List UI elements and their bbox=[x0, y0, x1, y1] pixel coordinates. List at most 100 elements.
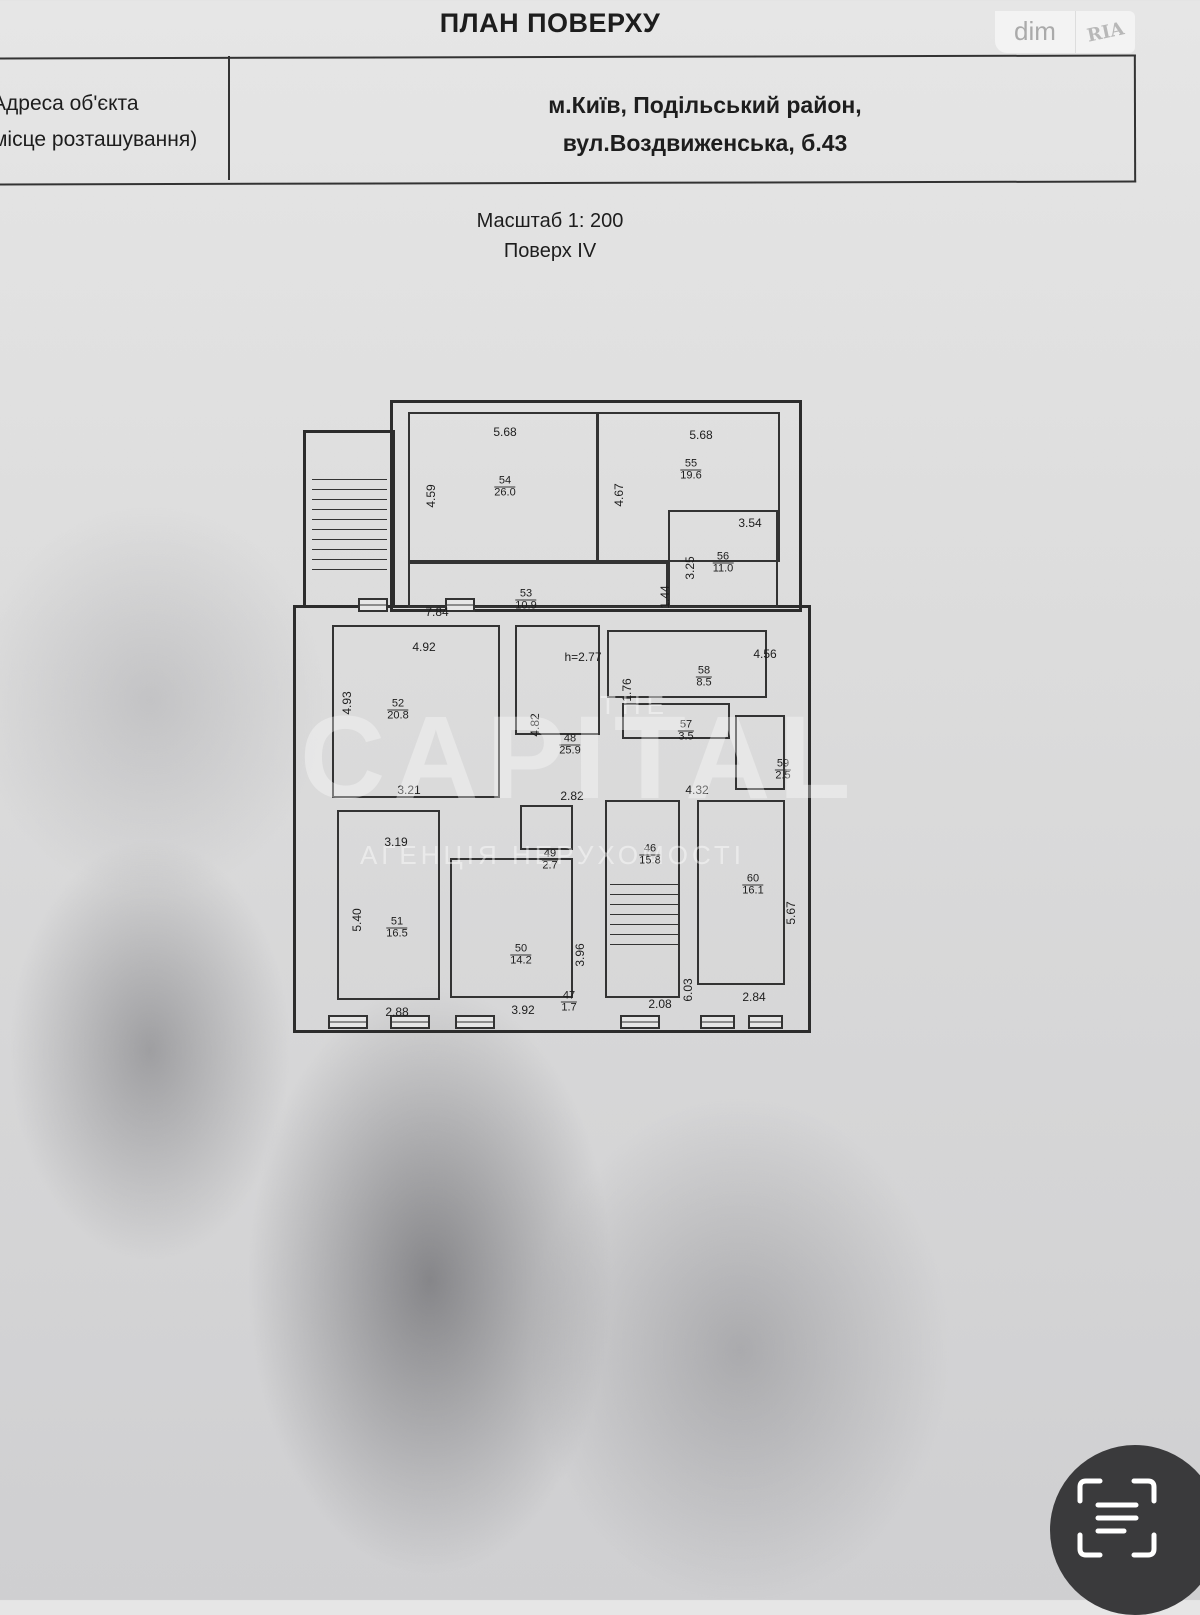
dimension: 5.68 bbox=[493, 425, 517, 439]
dimension: 4.59 bbox=[424, 484, 438, 508]
room-area: 16.1 bbox=[742, 884, 764, 897]
dimension: 6.03 bbox=[681, 978, 695, 1002]
dimension: 3.92 bbox=[511, 1003, 535, 1017]
room-number: 55 bbox=[680, 458, 702, 471]
room-area: 3.5 bbox=[678, 730, 694, 743]
room-number: 53 bbox=[515, 588, 537, 601]
room-49 bbox=[520, 805, 573, 850]
stairs-bottom bbox=[610, 875, 680, 945]
room-area: 14.2 bbox=[510, 954, 532, 967]
window bbox=[700, 1015, 735, 1029]
room-area: 8.5 bbox=[696, 676, 712, 689]
room-51 bbox=[337, 810, 440, 1000]
room-60 bbox=[697, 800, 785, 985]
dimension: 3.21 bbox=[397, 783, 421, 797]
window bbox=[620, 1015, 660, 1029]
address-label-line2: (місце розташування) bbox=[0, 128, 198, 151]
room-area: 2.5 bbox=[775, 769, 791, 782]
watermark-agency: АГЕНЦІЯ НЕРУХОМОСТІ bbox=[360, 840, 746, 870]
dimension: 3.96 bbox=[573, 943, 587, 967]
logo-dim: dim bbox=[995, 11, 1076, 53]
window bbox=[445, 598, 475, 612]
dimension: 1.44 bbox=[658, 585, 672, 609]
dimension: 4.32 bbox=[685, 783, 709, 797]
room-area: 1.7 bbox=[561, 1001, 577, 1014]
room-55 bbox=[597, 412, 780, 562]
dim-ria-logo: dim RIA bbox=[995, 11, 1135, 53]
room-53 bbox=[408, 562, 668, 608]
room-area: 26.0 bbox=[494, 486, 516, 499]
dimension: 5.68 bbox=[689, 428, 713, 442]
address-value-line2: вул.Воздвиженська, б.43 bbox=[562, 130, 848, 156]
room-52 bbox=[332, 625, 500, 798]
room-58 bbox=[607, 630, 767, 698]
scan-text-button[interactable] bbox=[1050, 1445, 1200, 1615]
dimension: 5.67 bbox=[784, 901, 798, 925]
dimension: 2.08 bbox=[648, 997, 672, 1011]
room-area: 19.6 bbox=[680, 469, 702, 482]
page-title: ПЛАН ПОВЕРХУ bbox=[439, 8, 661, 38]
room-area: 16.5 bbox=[386, 927, 408, 940]
room-48 bbox=[515, 625, 600, 735]
dimension: 2.82 bbox=[560, 789, 584, 803]
ceiling-height: h=2.77 bbox=[564, 650, 602, 664]
room-number: 58 bbox=[695, 664, 713, 678]
room-area: 11.0 bbox=[712, 562, 734, 575]
table-divider bbox=[228, 56, 230, 180]
dimension: 2.88 bbox=[385, 1005, 409, 1019]
room-56 bbox=[668, 510, 778, 608]
dimension: 7.84 bbox=[425, 605, 449, 619]
scale-caption: Масштаб 1: 200 bbox=[476, 210, 624, 232]
room-number: 51 bbox=[386, 916, 408, 929]
window bbox=[328, 1015, 368, 1029]
window bbox=[748, 1015, 783, 1029]
room-number: 47 bbox=[560, 989, 578, 1003]
room-number: 60 bbox=[742, 873, 764, 886]
room-number: 56 bbox=[712, 551, 734, 564]
room-57 bbox=[622, 703, 730, 739]
room-46 bbox=[605, 800, 680, 998]
room-number: 48 bbox=[559, 733, 581, 746]
room-number: 52 bbox=[387, 698, 409, 711]
window bbox=[358, 598, 388, 612]
stairs-top bbox=[312, 470, 387, 570]
room-number: 54 bbox=[494, 475, 516, 488]
dimension: 3.25 bbox=[683, 556, 697, 580]
room-number: 49 bbox=[541, 847, 559, 861]
dimension: 3.19 bbox=[384, 835, 408, 849]
address-table bbox=[0, 54, 1137, 186]
room-area: 10.9 bbox=[515, 599, 537, 612]
room-area: 20.8 bbox=[387, 709, 409, 722]
floor-caption: Поверх IV bbox=[503, 240, 597, 262]
logo-ria: RIA bbox=[1085, 18, 1127, 47]
dimension: 2.84 bbox=[742, 990, 766, 1004]
room-50 bbox=[450, 858, 573, 998]
address-label-line1: Адреса об'єкта bbox=[0, 92, 139, 115]
outer-wall-top bbox=[390, 400, 802, 612]
window bbox=[390, 1015, 430, 1029]
room-number: 57 bbox=[677, 718, 695, 732]
dimension: 4.67 bbox=[612, 483, 626, 507]
watermark-capital: CAPITAL bbox=[300, 692, 859, 824]
dimension: 5.40 bbox=[350, 908, 364, 932]
room-number: 50 bbox=[510, 943, 532, 956]
watermark-the: THE bbox=[600, 690, 670, 720]
dimension: 4.92 bbox=[412, 640, 436, 654]
room-59 bbox=[735, 715, 785, 790]
room-area: 15.8 bbox=[639, 854, 661, 867]
room-area: 25.9 bbox=[559, 744, 581, 757]
